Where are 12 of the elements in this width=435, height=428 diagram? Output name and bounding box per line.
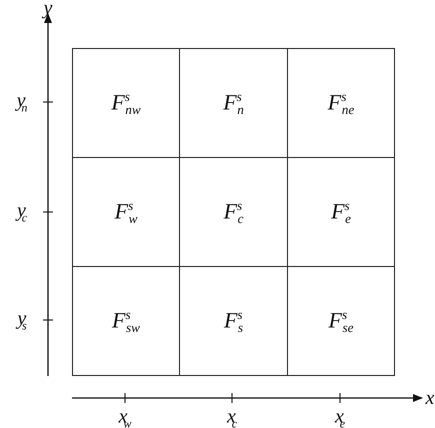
grid-cell [287, 48, 395, 158]
tick-label: x$_{e}$ [334, 406, 346, 428]
grid-cell [287, 266, 395, 376]
axis-label: y [44, 0, 52, 18]
grid-cell [72, 266, 180, 376]
grid-cell [72, 48, 180, 158]
tick-label: y$_{n}$ [16, 90, 28, 114]
tick-label: x$_{c}$ [226, 406, 238, 428]
tick-label: y$_{c}$ [16, 200, 28, 224]
axis-label: x [426, 388, 434, 408]
tick-label: y$_{s}$ [17, 308, 27, 332]
tick-label: x$_{w}$ [118, 406, 132, 428]
